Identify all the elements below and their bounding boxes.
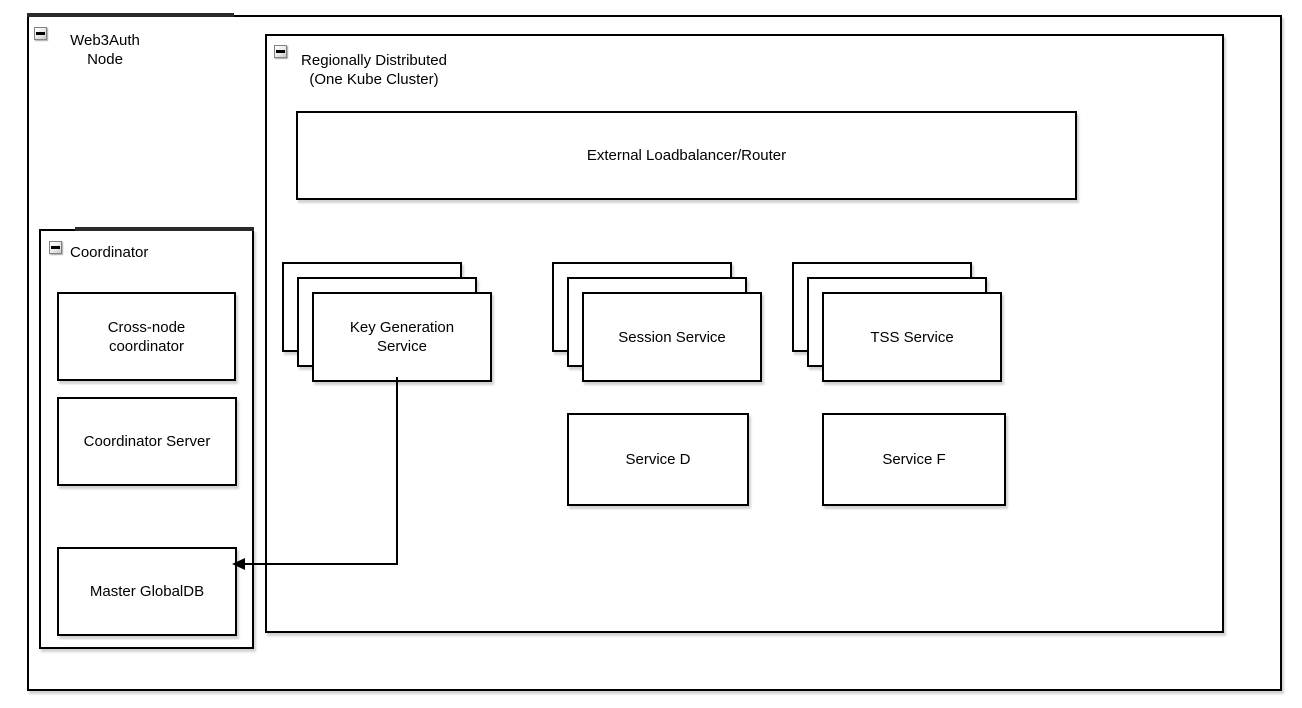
- node-cross-node-coordinator[interactable]: Cross-node coordinator: [57, 292, 236, 381]
- node-key-generation-service[interactable]: Key Generation Service: [282, 262, 494, 384]
- node-session-service[interactable]: Session Service: [552, 262, 764, 384]
- container-regionally-distributed[interactable]: Regionally Distributed (One Kube Cluster…: [265, 34, 1224, 633]
- coordinator-server-label: Coordinator Server: [83, 433, 211, 450]
- container-web3auth-node[interactable]: Web3Auth Node Regionally Distributed (On…: [27, 13, 1282, 691]
- stack-front[interactable]: Session Service: [582, 292, 762, 382]
- node-tss-service[interactable]: TSS Service: [792, 262, 1004, 384]
- edge-keygen-to-masterdb-horizontal: [243, 563, 398, 565]
- container-coordinator[interactable]: Coordinator Cross-node coordinator Coord…: [39, 227, 254, 649]
- node-service-f[interactable]: Service F: [822, 413, 1006, 506]
- node-service-d[interactable]: Service D: [567, 413, 749, 506]
- collapse-toggle-regional[interactable]: [274, 45, 287, 58]
- container-edge-accent: [27, 13, 234, 17]
- regionally-distributed-label: Regionally Distributed (One Kube Cluster…: [301, 52, 447, 88]
- session-service-label: Session Service: [618, 328, 726, 346]
- edge-keygen-to-masterdb-vertical: [396, 377, 398, 565]
- arrowhead-left-icon: [232, 558, 245, 570]
- stack-front[interactable]: Key Generation Service: [312, 292, 492, 382]
- service-f-label: Service F: [882, 451, 946, 468]
- key-generation-service-label: Key Generation Service: [349, 319, 455, 355]
- minus-icon: [36, 32, 45, 35]
- coordinator-label: Coordinator: [70, 244, 149, 261]
- minus-icon: [276, 50, 285, 53]
- node-external-loadbalancer[interactable]: External Loadbalancer/Router: [296, 111, 1077, 200]
- node-coordinator-server[interactable]: Coordinator Server: [57, 397, 237, 486]
- collapse-toggle-web3auth[interactable]: [34, 27, 47, 40]
- external-loadbalancer-label: External Loadbalancer/Router: [586, 147, 787, 164]
- master-globaldb-label: Master GlobalDB: [89, 583, 205, 600]
- stack-front[interactable]: TSS Service: [822, 292, 1002, 382]
- container-edge-accent: [75, 227, 254, 231]
- node-master-globaldb[interactable]: Master GlobalDB: [57, 547, 237, 636]
- cross-node-coordinator-label: Cross-node coordinator: [107, 318, 186, 355]
- service-d-label: Service D: [625, 451, 691, 468]
- minus-icon: [51, 246, 60, 249]
- tss-service-label: TSS Service: [870, 328, 954, 346]
- collapse-toggle-coordinator[interactable]: [49, 241, 62, 254]
- web3auth-node-label: Web3Auth Node: [70, 32, 140, 68]
